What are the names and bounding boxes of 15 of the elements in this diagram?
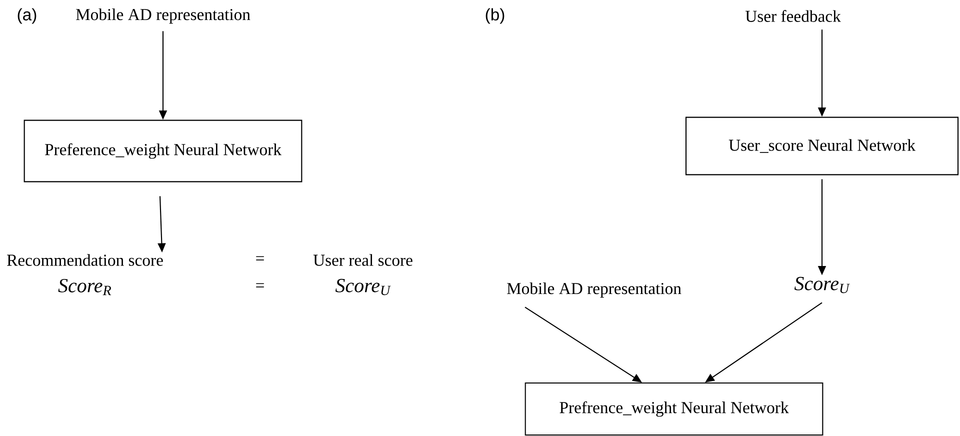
equation-text: User real score [313, 254, 412, 266]
equals-sign: = [256, 256, 264, 260]
score-formula: Score$_{U}$ [335, 278, 391, 296]
input-text: Mobile AD representation [507, 282, 682, 298]
score-text: Score$_{U}$ [794, 276, 850, 294]
input-text: Mobile AD representation [76, 8, 250, 24]
input-text: User feedback [745, 10, 841, 22]
panel-label: (b) [486, 8, 504, 24]
panel-label: (a) [18, 8, 36, 24]
equals-sign: = [256, 283, 264, 288]
score-formula: Score$_{R}$ [58, 278, 112, 296]
network-box: Prefrence_weight Neural Network [524, 382, 824, 436]
network-box: Preference_weight Neural Network [24, 120, 302, 182]
network-box: User_score Neural Network [685, 116, 959, 176]
input-text: Recommendation score [7, 254, 163, 266]
